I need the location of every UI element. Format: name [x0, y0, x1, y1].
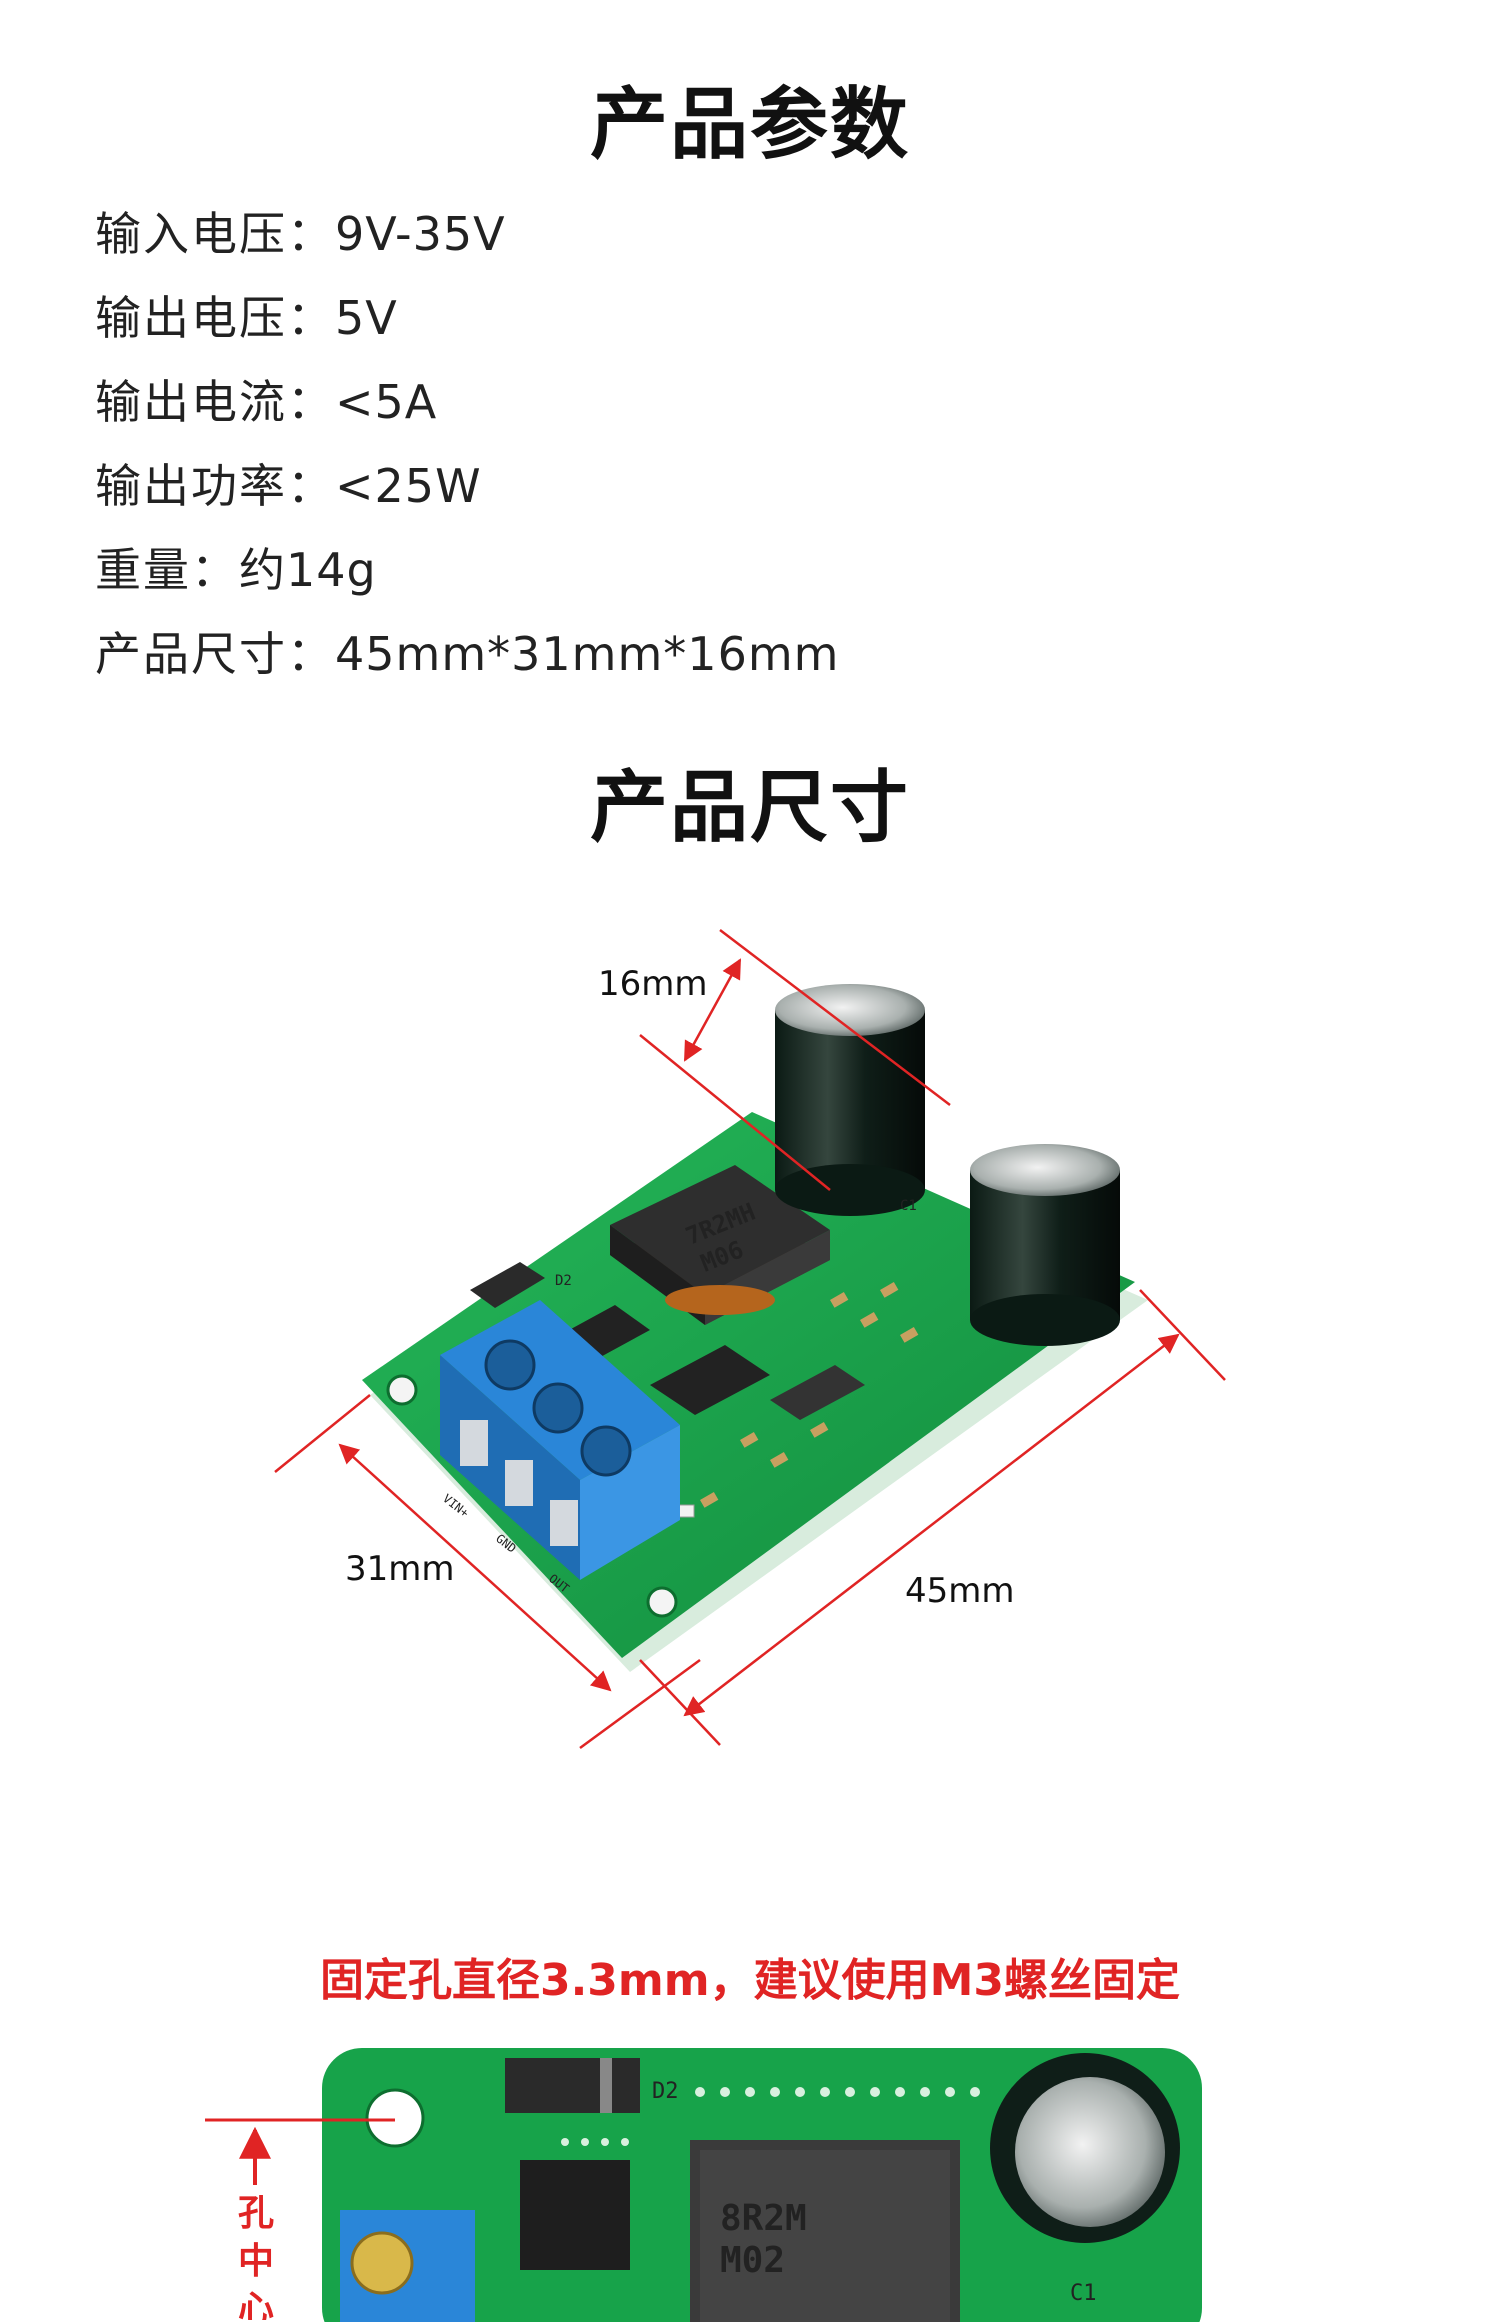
dim-ext-line	[1139, 1289, 1226, 1381]
spec-label: 输出电压：	[95, 291, 335, 345]
diode-d2	[505, 2058, 640, 2113]
board-isometric: D2 7R2MH M06	[362, 984, 1148, 1672]
dim-ext-line	[639, 1034, 831, 1191]
screw-gnd	[532, 1382, 584, 1434]
capacitor-top	[1015, 2077, 1165, 2227]
spec-value: <5A	[335, 375, 438, 429]
spec-value: <25W	[335, 459, 482, 513]
svg-text:C1: C1	[900, 1198, 917, 1214]
spec-value: 5V	[335, 291, 398, 345]
dim-ext-line	[719, 929, 951, 1106]
diode-band	[600, 2058, 612, 2113]
spec-label: 输出功率：	[95, 459, 335, 513]
mosfet	[520, 2160, 630, 2270]
led	[677, 1504, 695, 1518]
spec-label: 产品尺寸：	[95, 627, 335, 681]
dim-ext-line	[579, 1658, 701, 1750]
spec-row-size: 产品尺寸：45mm*31mm*16mm	[95, 618, 839, 684]
hole-center-label: 孔中心	[237, 2193, 274, 2320]
dim-height-label: 16mm	[598, 964, 708, 1004]
screw-out	[580, 1425, 632, 1477]
diode-d2: D2	[470, 1262, 572, 1308]
dim-width-arrow	[338, 1443, 612, 1692]
dim-height-arrow	[683, 958, 742, 1062]
label-c1: C1	[1070, 2281, 1097, 2306]
label-d2: D2	[652, 2079, 679, 2104]
svg-text:D2: D2	[555, 1273, 572, 1289]
dim-width-label: 31mm	[345, 1549, 455, 1589]
wire-slot	[550, 1500, 578, 1546]
spec-row-input-voltage: 输入电压：9V-35V	[95, 198, 506, 264]
dim-length-label: 45mm	[905, 1571, 1015, 1611]
spec-label: 输出电流：	[95, 375, 335, 429]
spec-label: 输入电压：	[95, 207, 335, 261]
spec-value: 45mm*31mm*16mm	[335, 627, 840, 681]
capacitor-c2	[970, 1144, 1120, 1346]
screw	[350, 2231, 414, 2295]
capacitor-c1: C1	[775, 984, 925, 1216]
inductor: 7R2MH M06	[610, 1165, 830, 1325]
dimension-lines	[274, 929, 1226, 1750]
via-row	[561, 2087, 980, 2146]
spec-row-weight: 重量：约14g	[95, 534, 377, 600]
mount-hole	[646, 1586, 678, 1618]
mount-hole	[386, 1374, 418, 1406]
spec-row-output-current: 输出电流：<5A	[95, 366, 437, 432]
board-topdown: D2 8R2M M02 C1	[322, 2048, 1202, 2322]
dim-ext-line	[274, 1394, 371, 1473]
wire-slot	[460, 1420, 488, 1466]
wire-slot	[505, 1460, 533, 1506]
inductor-marking-top: 8R2M	[720, 2198, 807, 2239]
dim-length-arrow	[683, 1333, 1180, 1717]
dim-ext-line	[639, 1659, 721, 1746]
inductor-marking-bottom: M02	[720, 2240, 785, 2281]
params-title: 产品参数	[589, 80, 910, 170]
mount-hole	[365, 2088, 425, 2148]
spec-label: 重量：	[95, 543, 239, 597]
spec-row-output-power: 输出功率：<25W	[95, 450, 482, 516]
spec-row-output-voltage: 输出电压：5V	[95, 282, 398, 348]
mounting-hole-note: 固定孔直径3.3mm，建议使用M3螺丝固定	[319, 1955, 1181, 2006]
size-title: 产品尺寸	[589, 763, 910, 853]
inductor-face	[700, 2150, 950, 2322]
screw-vin	[484, 1339, 536, 1391]
spec-value: 约14g	[239, 543, 377, 597]
spec-value: 9V-35V	[335, 207, 506, 261]
